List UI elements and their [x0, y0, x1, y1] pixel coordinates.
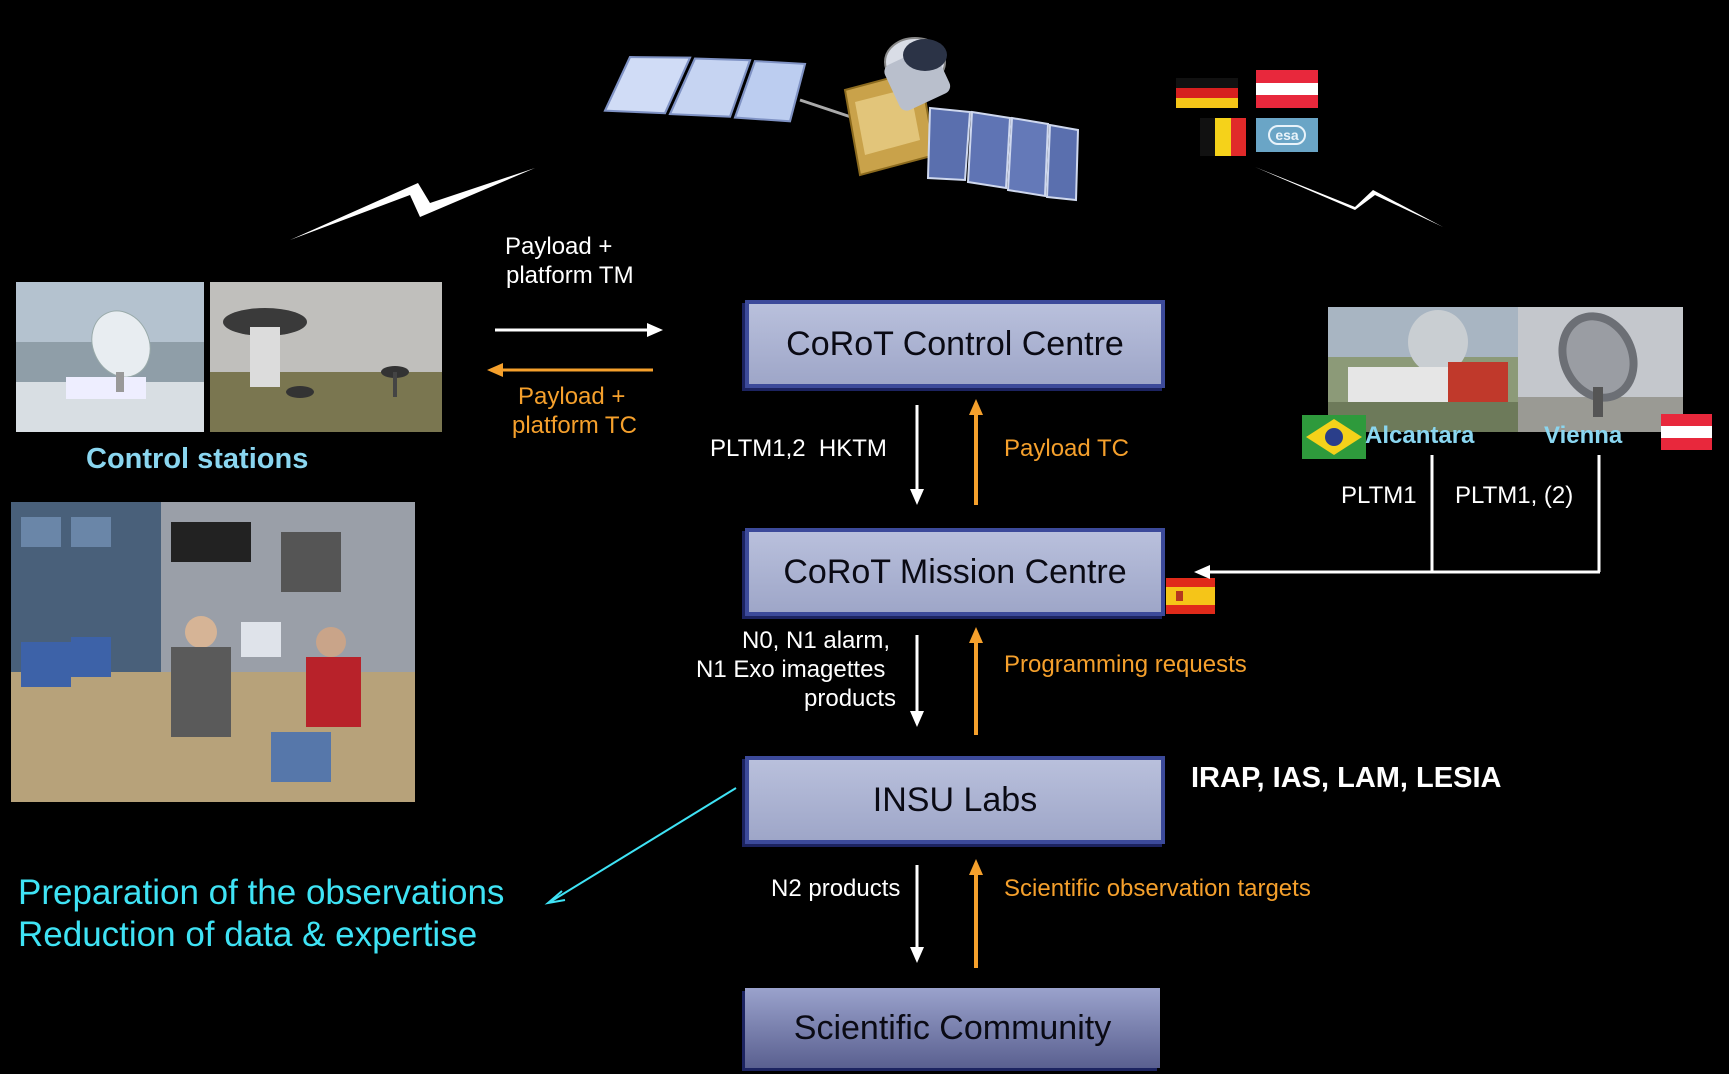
brazil-flag	[1302, 415, 1366, 459]
scientific-community-box: Scientific Community	[745, 988, 1160, 1068]
downlink-left-bolt	[290, 168, 535, 240]
control-centre-box: CoRoT Control Centre	[745, 300, 1165, 388]
station-merge-arrow	[1194, 455, 1601, 579]
note-pointer-arrow	[544, 787, 737, 905]
payload-tc-label: Payload TC	[1004, 435, 1129, 462]
pltm-hktm-label: PLTM1,2 HKTM	[710, 435, 887, 462]
satellite-image	[603, 37, 1080, 202]
vienna-dish-photo	[1518, 307, 1683, 432]
pltm1-label: PLTM1	[1341, 482, 1417, 509]
belgium-flag	[1200, 118, 1246, 156]
downlink-right-bolt	[1255, 167, 1443, 227]
esa-flag: esa	[1256, 118, 1318, 152]
science-targets-label: Scientific observation targets	[1004, 875, 1311, 902]
insu-members-label: IRAP, IAS, LAM, LESIA	[1191, 762, 1502, 794]
ground-station-photo	[16, 282, 204, 432]
n0-products-line1: N0, N1 alarm,	[742, 627, 891, 654]
spain-flag	[1166, 578, 1215, 614]
alcantara-station-photo	[1328, 307, 1518, 432]
austria-flag	[1256, 70, 1318, 108]
tc-arrow	[487, 363, 653, 377]
tm-label-1: Payload +	[505, 233, 613, 260]
antenna-field-photo	[210, 282, 442, 432]
control-room-photo	[11, 502, 415, 802]
mission-centre-box: CoRoT Mission Centre	[745, 528, 1165, 616]
tm-arrow	[495, 323, 663, 337]
control-stations-label: Control stations	[86, 443, 309, 475]
alcantara-label: Alcantara	[1365, 422, 1475, 449]
vienna-label: Vienna	[1544, 422, 1623, 449]
observation-prep-note: Preparation of the observations	[18, 873, 505, 912]
vertical-flow-arrows	[910, 399, 983, 968]
tm-label-2: platform TM	[506, 262, 634, 289]
data-reduction-note: Reduction of data & expertise	[18, 915, 478, 954]
austria-flag	[1661, 414, 1712, 450]
n0-products-line2: N1 Exo imagettes	[696, 656, 886, 683]
n2-products-label: N2 products	[771, 875, 901, 902]
n0-products-line3: products	[804, 685, 897, 712]
insu-labs-box: INSU Labs	[745, 756, 1165, 844]
tc-label-2: platform TC	[512, 412, 637, 439]
programming-requests-label: Programming requests	[1004, 651, 1247, 678]
pltm1-2-label: PLTM1, (2)	[1455, 482, 1574, 509]
germany-flag	[1176, 78, 1238, 108]
tc-label-1: Payload +	[518, 383, 626, 410]
